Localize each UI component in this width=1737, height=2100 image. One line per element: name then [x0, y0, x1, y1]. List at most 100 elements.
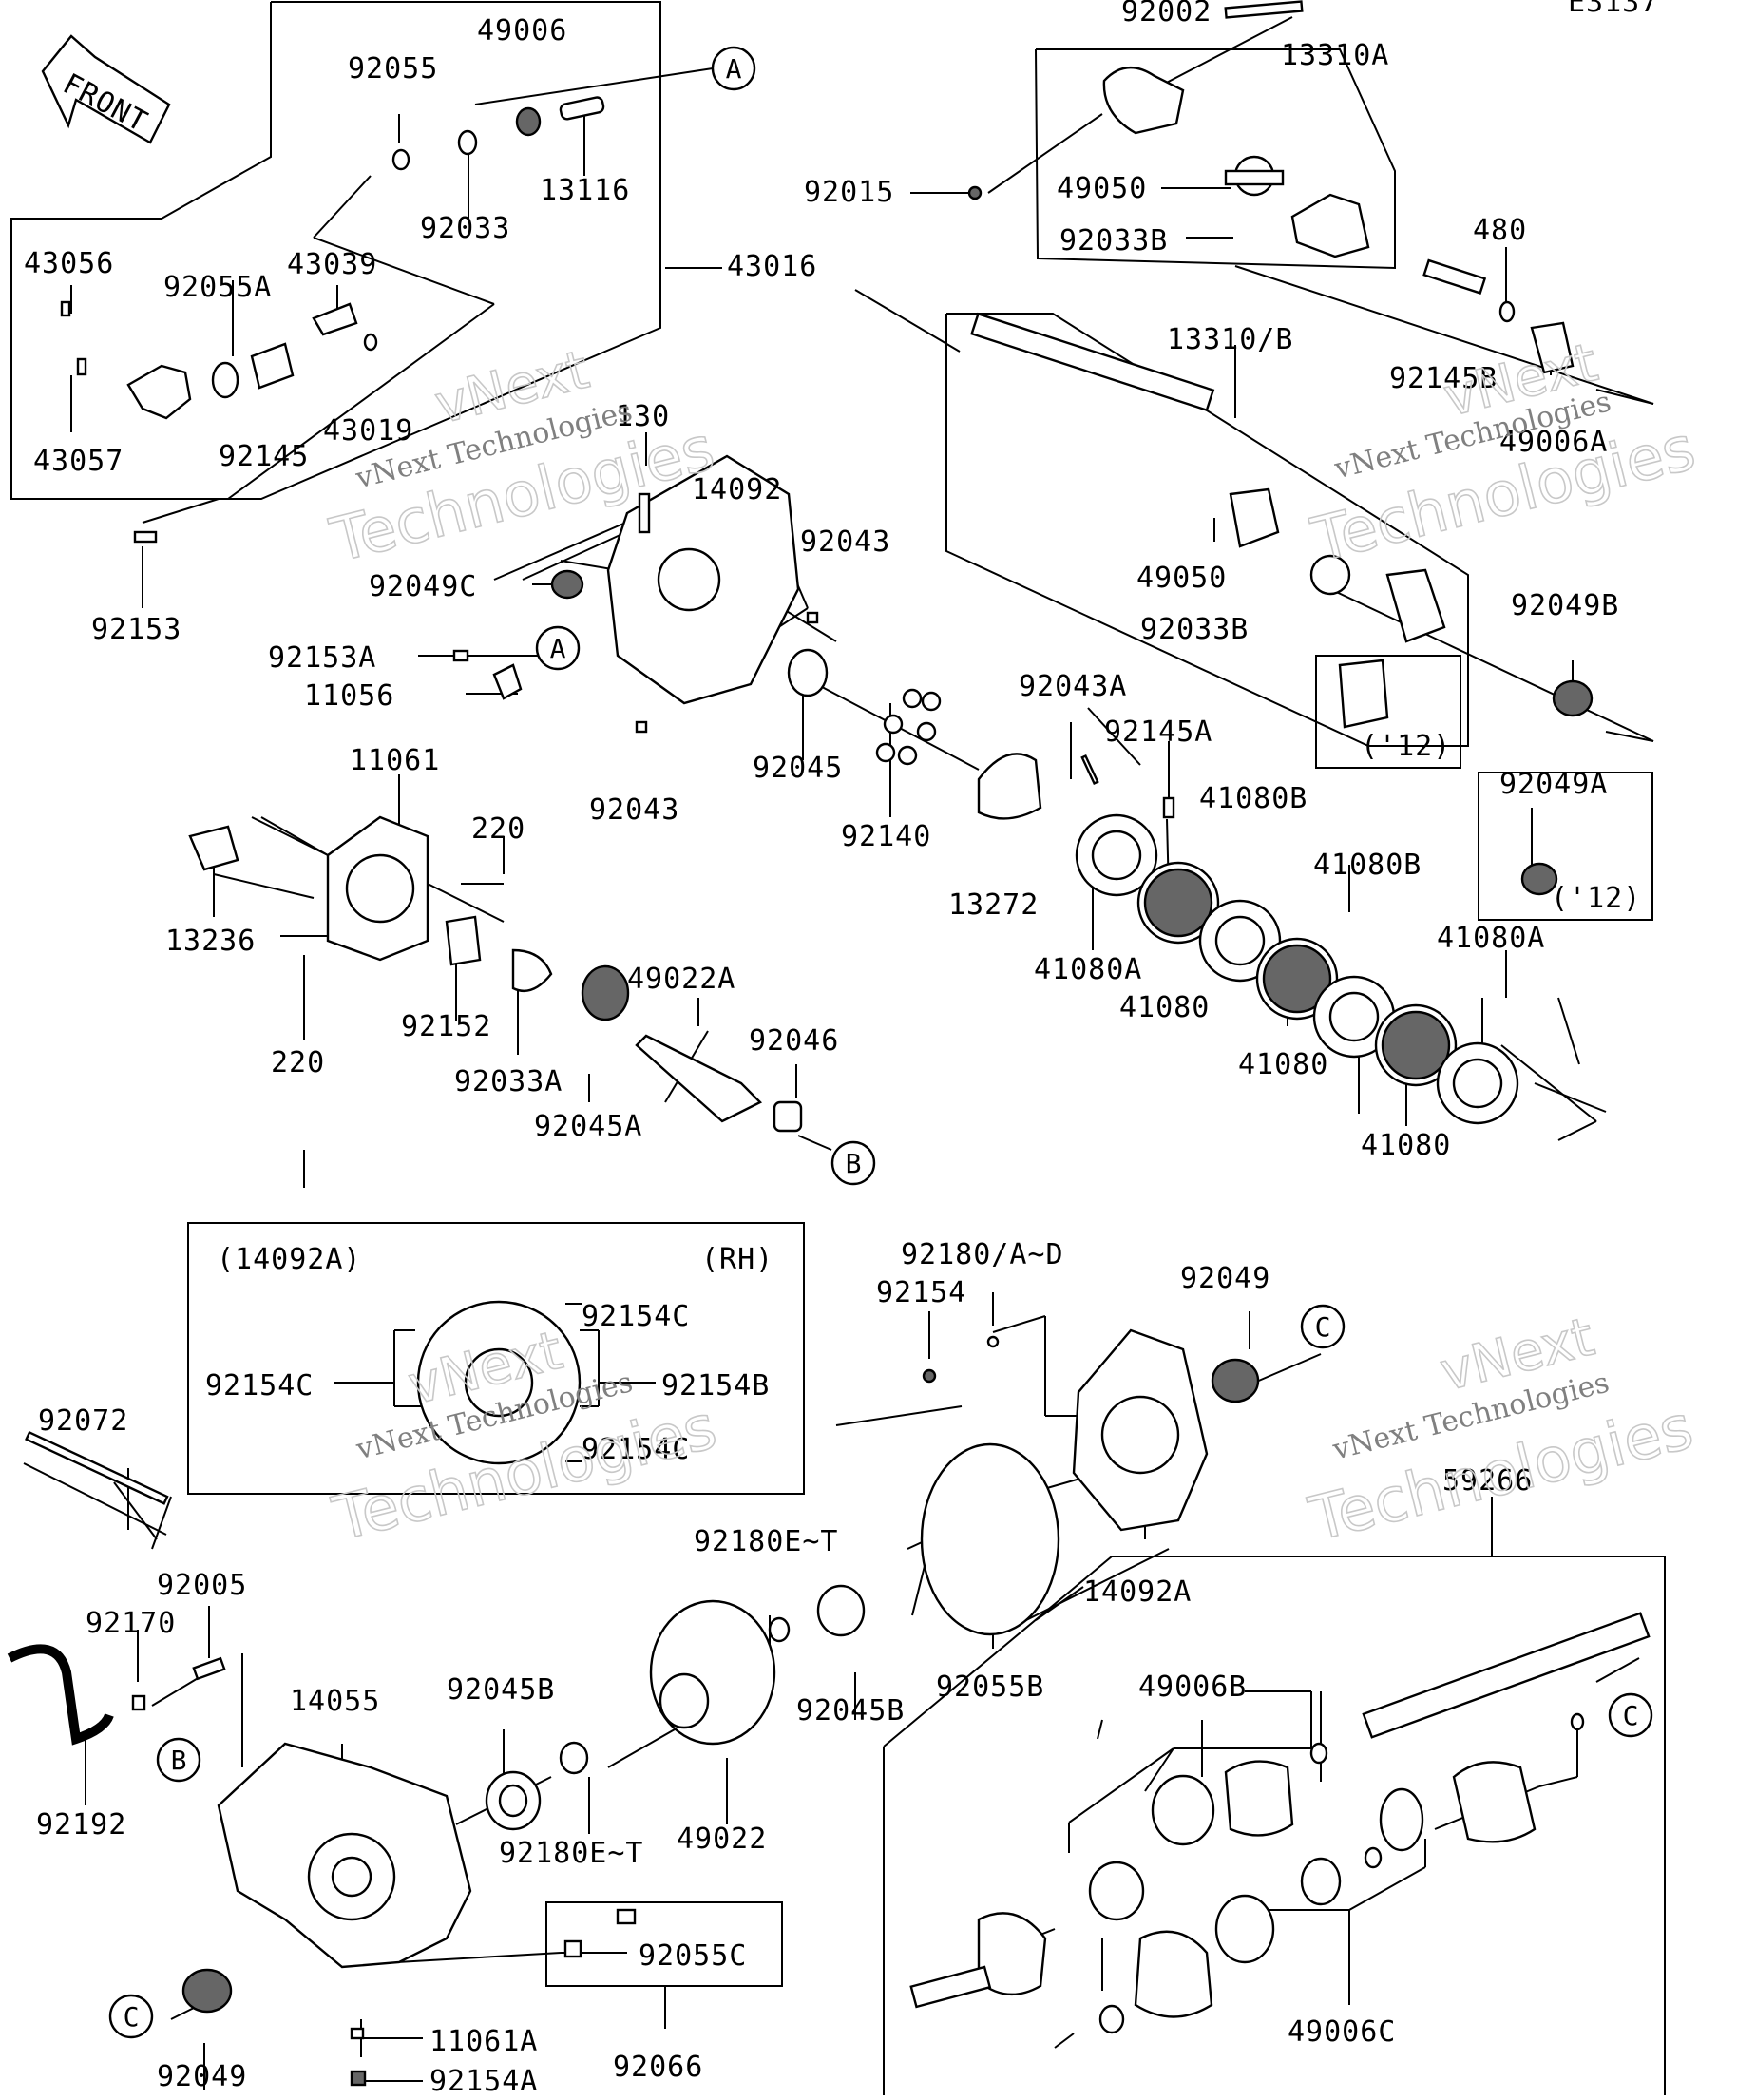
part-label: 92033A — [454, 1065, 563, 1098]
svg-text:C: C — [1315, 1311, 1331, 1343]
part-label: ('12) — [1361, 730, 1451, 763]
part-label: 220 — [271, 1046, 325, 1079]
svg-text:B: B — [846, 1148, 862, 1179]
part-label: 92033 — [420, 212, 510, 245]
part-label: 13236 — [165, 925, 256, 958]
part-label: 92140 — [841, 820, 931, 853]
part-label: 59266 — [1442, 1464, 1533, 1498]
part-label: 92043A — [1019, 670, 1127, 703]
part-label: 92033B — [1059, 224, 1168, 258]
part-label: 92049B — [1511, 589, 1619, 622]
part-label: 92005 — [157, 1569, 247, 1602]
part-label: 92145A — [1104, 716, 1212, 749]
callouts: A A B B C C C — [108, 46, 1653, 2039]
part-label: ('12) — [1551, 882, 1641, 915]
part-label: 14092A — [1083, 1575, 1192, 1609]
part-label: 92046 — [749, 1024, 839, 1058]
part-label: 49022A — [627, 963, 735, 996]
part-label: 41080 — [1238, 1048, 1328, 1081]
part-label: 92154B — [661, 1369, 770, 1403]
part-label: 41080A — [1034, 953, 1142, 986]
svg-text:C: C — [1623, 1700, 1639, 1731]
part-label: 43056 — [24, 247, 114, 280]
svg-text:A: A — [550, 633, 566, 664]
part-label: 92002 — [1121, 0, 1212, 29]
part-label: 92045 — [753, 752, 843, 785]
part-label: 49006B — [1138, 1670, 1247, 1704]
part-label: 11061 — [350, 744, 440, 777]
part-label: 49006 — [477, 14, 567, 48]
part-label: 92145 — [219, 440, 309, 473]
part-label: 92153 — [91, 613, 181, 646]
part-label: 41080B — [1313, 849, 1422, 882]
diagram-code: E3137 — [1568, 0, 1658, 19]
callout-C1: C — [1300, 1304, 1346, 1349]
part-label: 92045B — [796, 1694, 905, 1728]
callout-B1: B — [830, 1140, 876, 1186]
part-label: 92154C — [205, 1369, 314, 1403]
svg-text:A: A — [726, 53, 742, 85]
part-label: 92049 — [157, 2060, 247, 2093]
part-label: 43039 — [287, 248, 377, 281]
part-label: 92154C — [582, 1300, 690, 1333]
part-label: 43057 — [33, 445, 124, 478]
part-label: 92066 — [613, 2051, 703, 2084]
part-label: 92055B — [936, 1670, 1044, 1704]
part-label: 43016 — [727, 250, 817, 283]
part-label: 92045A — [534, 1110, 642, 1143]
part-label: 92154C — [582, 1433, 690, 1466]
part-label: (14092A) — [217, 1243, 362, 1276]
part-label: 92055 — [348, 52, 438, 86]
part-label: 92049A — [1499, 768, 1608, 801]
part-label: 92180E~T — [499, 1837, 644, 1870]
callout-A1: A — [711, 46, 756, 91]
part-label: 92154A — [429, 2065, 538, 2095]
watermark: vNext vNext Technologies Technologies — [1305, 331, 1703, 577]
callout-B2: B — [156, 1737, 201, 1783]
part-label: 92015 — [804, 176, 894, 209]
parts — [7, 0, 1654, 2087]
part-label: 92033B — [1140, 613, 1249, 646]
part-label: 92049 — [1180, 1262, 1270, 1295]
part-label: 92192 — [36, 1808, 126, 1842]
part-label: 92043 — [800, 525, 890, 559]
part-label: 49050 — [1057, 172, 1147, 205]
part-label: 92049C — [369, 570, 477, 603]
part-label: 49006A — [1499, 426, 1608, 459]
part-label: 92043 — [589, 793, 679, 827]
part-label: 11056 — [304, 679, 394, 713]
part-label: 13116 — [540, 174, 630, 207]
part-label: 92072 — [38, 1404, 128, 1438]
part-label: 41080 — [1119, 991, 1210, 1024]
part-label: 92153A — [268, 641, 376, 675]
part-label: 41080B — [1199, 782, 1308, 815]
part-label: 11061A — [429, 2025, 538, 2058]
part-label: 92170 — [86, 1607, 176, 1640]
callout-A2: A — [535, 625, 581, 671]
part-label: 92154 — [876, 1276, 966, 1309]
svg-text:C: C — [124, 2001, 140, 2033]
part-label: 49006C — [1288, 2015, 1396, 2049]
part-label: 43019 — [323, 414, 413, 448]
part-label: 92152 — [401, 1010, 491, 1043]
part-label: 13272 — [948, 888, 1039, 922]
callout-C2: C — [1608, 1692, 1653, 1738]
part-label: 92055C — [639, 1939, 747, 1973]
part-label: 49022 — [677, 1823, 767, 1856]
part-label: 92055A — [163, 271, 272, 304]
part-label: 41080 — [1361, 1129, 1451, 1162]
part-label: 14092 — [692, 473, 782, 506]
part-label: 49050 — [1136, 562, 1227, 595]
part-label: 13310A — [1281, 39, 1389, 72]
part-label: 92145B — [1389, 362, 1498, 395]
part-label: 13310/B — [1167, 323, 1293, 356]
part-label: 14055 — [290, 1685, 380, 1718]
part-label: 220 — [471, 812, 525, 846]
part-label: 480 — [1473, 214, 1527, 247]
part-label: (RH) — [701, 1243, 773, 1276]
part-label: 41080A — [1437, 922, 1545, 955]
svg-text:B: B — [171, 1745, 187, 1776]
part-label: 92045B — [447, 1673, 555, 1707]
